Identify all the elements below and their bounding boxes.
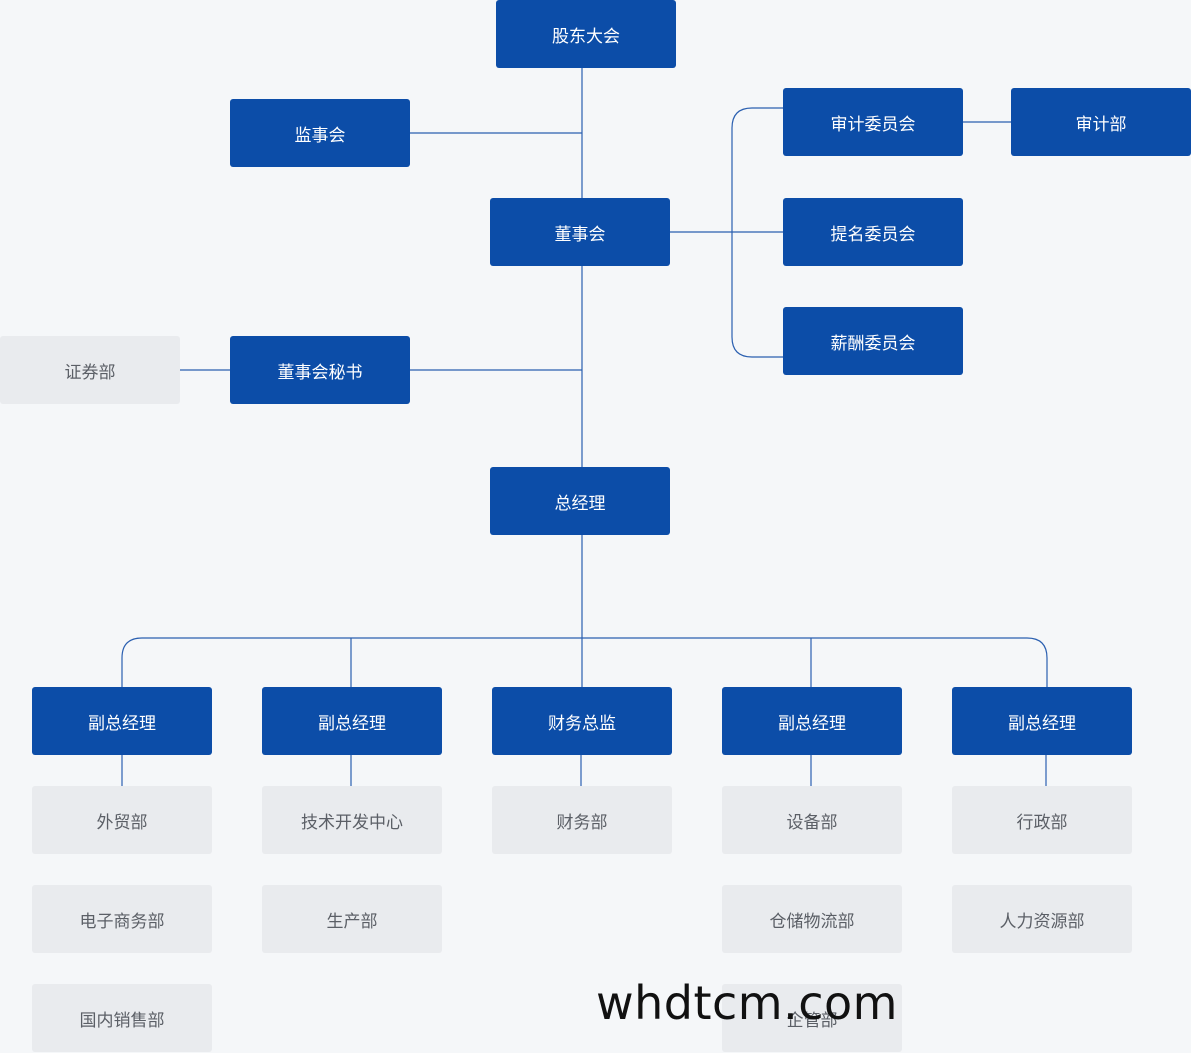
node-remuneration-committee: 薪酬委员会 [783, 307, 963, 375]
node-deputy-gm-4: 副总经理 [952, 687, 1132, 755]
node-domestic-sales-dept: 国内销售部 [32, 984, 212, 1052]
node-securities-department: 证券部 [0, 336, 180, 404]
node-audit-department: 审计部 [1011, 88, 1191, 156]
node-deputy-gm-3: 副总经理 [722, 687, 902, 755]
node-board-secretary: 董事会秘书 [230, 336, 410, 404]
node-deputy-gm-2: 副总经理 [262, 687, 442, 755]
node-board-of-directors: 董事会 [490, 198, 670, 266]
node-deputy-gm-1: 副总经理 [32, 687, 212, 755]
node-hr-dept: 人力资源部 [952, 885, 1132, 953]
node-enterprise-mgmt-dept: 企管部 [722, 984, 902, 1052]
node-shareholders-meeting: 股东大会 [496, 0, 676, 68]
node-finance-dept: 财务部 [492, 786, 672, 854]
node-cfo: 财务总监 [492, 687, 672, 755]
node-nomination-committee: 提名委员会 [783, 198, 963, 266]
node-supervisory-board: 监事会 [230, 99, 410, 167]
node-production-dept: 生产部 [262, 885, 442, 953]
node-ecommerce-dept: 电子商务部 [32, 885, 212, 953]
node-tech-dev-center: 技术开发中心 [262, 786, 442, 854]
watermark-text: whdtcm.com [596, 976, 898, 1030]
node-warehouse-logistics-dept: 仓储物流部 [722, 885, 902, 953]
node-equipment-dept: 设备部 [722, 786, 902, 854]
node-administration-dept: 行政部 [952, 786, 1132, 854]
node-audit-committee: 审计委员会 [783, 88, 963, 156]
node-foreign-trade-dept: 外贸部 [32, 786, 212, 854]
node-general-manager: 总经理 [490, 467, 670, 535]
